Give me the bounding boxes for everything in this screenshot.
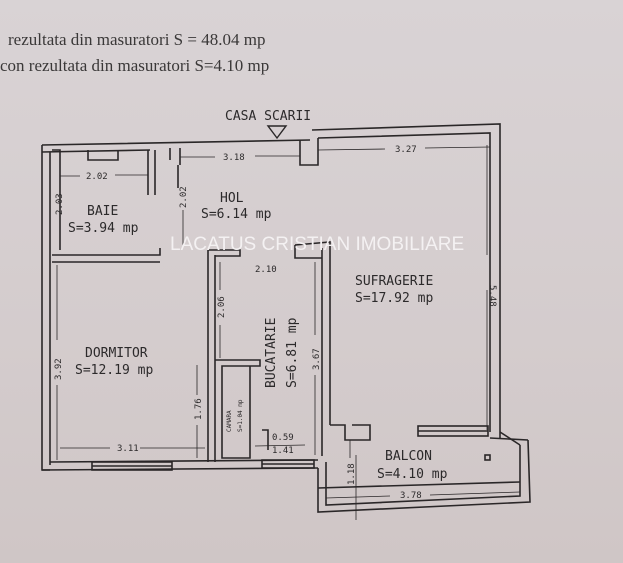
dim-dormitor-height: 3.92	[54, 358, 64, 380]
dim-hol-top: 3.18	[223, 153, 245, 163]
stair-label: CASA SCARII	[225, 109, 311, 124]
room-name-dormitor: DORMITOR	[85, 346, 148, 361]
dim-balcon-width: 3.78	[400, 491, 422, 501]
dim-sufragerie-top: 3.27	[395, 145, 417, 155]
dim-sufragerie-height: 5.48	[487, 285, 497, 307]
room-area-camara: S=1.04 mp	[237, 399, 244, 432]
room-name-balcon: BALCON	[385, 449, 432, 464]
room-name-sufragerie: SUFRAGERIE	[355, 274, 433, 289]
room-name-hol: HOL	[220, 191, 244, 206]
room-area-balcon: S=4.10 mp	[377, 467, 448, 482]
room-name-baie: BAIE	[87, 204, 118, 219]
total-area-text: rezultata din masuratori S = 48.04 mp	[8, 30, 266, 49]
dim-bucatarie-bottom: 1.41	[272, 446, 294, 456]
dim-balcon-height: 1.18	[347, 463, 357, 485]
room-name-bucatarie: BUCATARIE	[264, 318, 279, 388]
dim-baie-width: 2.02	[86, 172, 108, 182]
room-name-camara: CAMARA	[226, 410, 233, 432]
room-area-hol: S=6.14 mp	[201, 207, 272, 222]
dim-dormitor-width: 3.11	[117, 444, 139, 454]
balcony-area-text: con rezultata din masuratori S=4.10 mp	[0, 56, 270, 75]
room-area-bucatarie: S=6.81 mp	[285, 317, 300, 388]
dim-bucatarie-top: 2.10	[255, 265, 277, 275]
dim-baie-height: 2.03	[55, 193, 65, 215]
dim-bucatarie-upper: 2.06	[217, 296, 227, 318]
room-area-baie: S=3.94 mp	[68, 221, 139, 236]
room-area-dormitor: S=12.19 mp	[75, 363, 153, 378]
walls	[41, 123, 531, 513]
room-area-sufragerie: S=17.92 mp	[355, 291, 433, 306]
dim-hol-height: 2.02	[179, 186, 189, 208]
dim-camara-height: 1.76	[194, 398, 204, 420]
dimension-lines	[56, 145, 521, 520]
dim-camara-width: 0.59	[272, 433, 294, 443]
dim-bucatarie-height: 3.67	[312, 348, 322, 370]
watermark: LACATUS CRISTIAN IMOBILIARE	[170, 234, 464, 255]
